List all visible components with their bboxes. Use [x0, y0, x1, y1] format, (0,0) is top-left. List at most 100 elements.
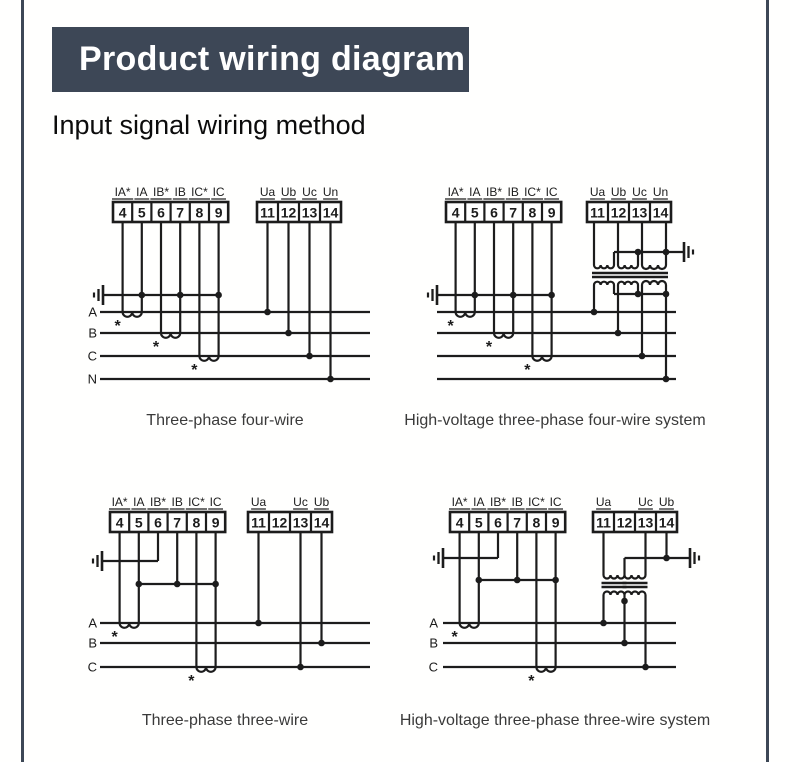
diagram-caption: Three-phase three-wire — [141, 712, 309, 729]
terminal-label: IA — [133, 495, 144, 509]
terminal-label: Ub — [611, 185, 627, 199]
phase-label: B — [88, 636, 97, 651]
junction-dot — [634, 290, 642, 298]
diagram-caption: High-voltage three-phase three-wire syst… — [399, 712, 711, 729]
junction-dot — [327, 375, 334, 383]
current-transformer-coil — [121, 311, 143, 318]
terminal-label: IA — [473, 495, 484, 509]
terminal-label: IB — [512, 495, 523, 509]
terminal-label: IC* — [528, 495, 545, 509]
terminal-number: 14 — [323, 205, 339, 221]
terminal-number: 8 — [529, 205, 537, 221]
junction-dot — [264, 308, 271, 316]
page-border-right — [766, 0, 769, 762]
terminal-label: IA* — [448, 185, 464, 199]
phase-label: N — [88, 372, 97, 387]
polarity-mark: * — [486, 339, 493, 356]
terminal-number: 4 — [116, 515, 124, 531]
phase-label: C — [429, 660, 438, 675]
terminal-number: 6 — [490, 205, 498, 221]
current-transformer-coil — [195, 666, 217, 673]
terminal-label: Uc — [632, 185, 647, 199]
junction-dot — [662, 375, 670, 383]
terminal-number: 5 — [135, 515, 143, 531]
junction-dot — [318, 639, 325, 647]
terminal-number: 8 — [193, 515, 201, 531]
terminal-number: 14 — [653, 205, 669, 221]
polarity-mark: * — [447, 318, 454, 335]
terminal-label: Uc — [293, 495, 308, 509]
page-border-left — [21, 0, 24, 762]
terminal-label: IB — [172, 495, 183, 509]
terminal-label: IC* — [524, 185, 541, 199]
current-transformer-coil — [118, 622, 140, 629]
terminal-number: 6 — [494, 515, 502, 531]
terminal-number: 9 — [552, 515, 560, 531]
terminal-number: 4 — [452, 205, 460, 221]
junction-dot — [621, 597, 628, 605]
terminal-label: Un — [653, 185, 668, 199]
voltage-transformer-icon — [601, 574, 627, 596]
earth-ground-icon — [688, 548, 701, 568]
terminal-label: IB* — [486, 185, 502, 199]
terminal-label: IB — [508, 185, 519, 199]
terminal-number: 9 — [548, 205, 556, 221]
terminal-number: 6 — [154, 515, 162, 531]
terminal-number: 14 — [314, 515, 330, 531]
terminal-number: 14 — [659, 515, 675, 531]
diagram-caption: Three-phase four-wire — [146, 412, 304, 429]
earth-ground-icon — [682, 242, 695, 262]
junction-dot — [513, 576, 521, 584]
junction-dot — [255, 619, 262, 627]
earth-ground-icon — [426, 285, 439, 305]
terminal-label: IC — [210, 495, 222, 509]
terminal-label: Uc — [638, 495, 653, 509]
earth-ground-icon — [92, 285, 105, 305]
terminal-number: 5 — [475, 515, 483, 531]
terminal-number: 6 — [157, 205, 165, 221]
terminal-number: 8 — [196, 205, 204, 221]
terminal-number: 5 — [471, 205, 479, 221]
polarity-mark: * — [153, 339, 160, 356]
junction-dot — [642, 663, 649, 671]
junction-dot — [614, 329, 622, 337]
junction-dot — [621, 639, 628, 647]
polarity-mark: * — [114, 318, 121, 335]
terminal-number: 4 — [119, 205, 127, 221]
polarity-mark: * — [111, 629, 118, 646]
terminal-number: 11 — [596, 515, 611, 531]
terminal-label: Ub — [281, 185, 297, 199]
terminal-label: IA* — [112, 495, 128, 509]
terminal-number: 7 — [173, 515, 181, 531]
polarity-mark: * — [191, 362, 198, 379]
phase-label: A — [88, 305, 97, 320]
terminal-number: 8 — [533, 515, 541, 531]
earth-ground-icon — [91, 551, 104, 571]
junction-dot — [306, 352, 313, 360]
current-transformer-coil — [535, 666, 557, 673]
page-title: Product wiring diagram — [79, 40, 466, 78]
terminal-number: 13 — [293, 515, 309, 531]
current-transformer-coil — [531, 355, 553, 362]
junction-dot — [600, 619, 607, 627]
voltage-transformer-icon — [622, 574, 648, 596]
phase-label: C — [88, 660, 97, 675]
terminal-number: 9 — [212, 515, 220, 531]
junction-dot — [590, 308, 598, 316]
terminal-number: 7 — [509, 205, 517, 221]
polarity-mark: * — [188, 673, 195, 690]
terminal-label: IC* — [191, 185, 208, 199]
terminal-number: 11 — [260, 205, 275, 221]
terminal-label: IB* — [153, 185, 169, 199]
current-transformer-coil — [492, 332, 515, 339]
terminal-label: IB — [175, 185, 186, 199]
